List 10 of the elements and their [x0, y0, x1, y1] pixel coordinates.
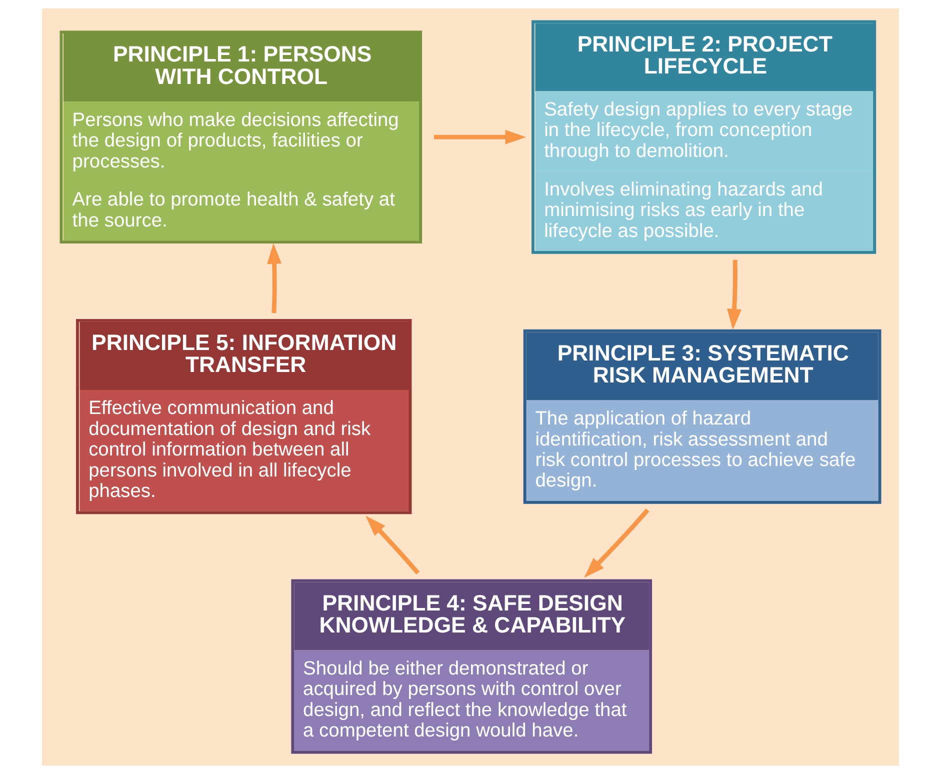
node-box: PRINCIPLE 2: PROJECT LIFECYCLE Safety design applies to every stage in the lifecycle, from conception through to demolition. Involves eliminating hazards and minimising risks as early in the lifecycle as possible.: [532, 20, 876, 254]
node-box: PRINCIPLE 5: INFORMATION TRANSFER Effective communication and documentation of design and risk control information between all persons involved in all lifecycle phases.: [76, 318, 412, 514]
arrow: [727, 260, 742, 330]
node-box: PRINCIPLE 1: PERSONS WITH CONTROL Persons who make decisions affecting the design of products, facilities or processes. Are able to promote health & safety at the source.: [60, 30, 422, 244]
arrow: [267, 243, 282, 314]
arrow: [434, 130, 526, 144]
node-box: PRINCIPLE 4: SAFE DESIGN KNOWLEDGE & CAPABILITY Should be either demonstrated or acquired by persons with control over design, and reflect the knowledge that a competent design would have.: [291, 579, 652, 754]
arrow: [584, 508, 650, 578]
node-box: PRINCIPLE 3: SYSTEMATIC RISK MANAGEMENT The application of hazard identification, risk assessment and risk control processes to achieve safe design.: [523, 329, 882, 504]
arrow: [366, 516, 420, 574]
